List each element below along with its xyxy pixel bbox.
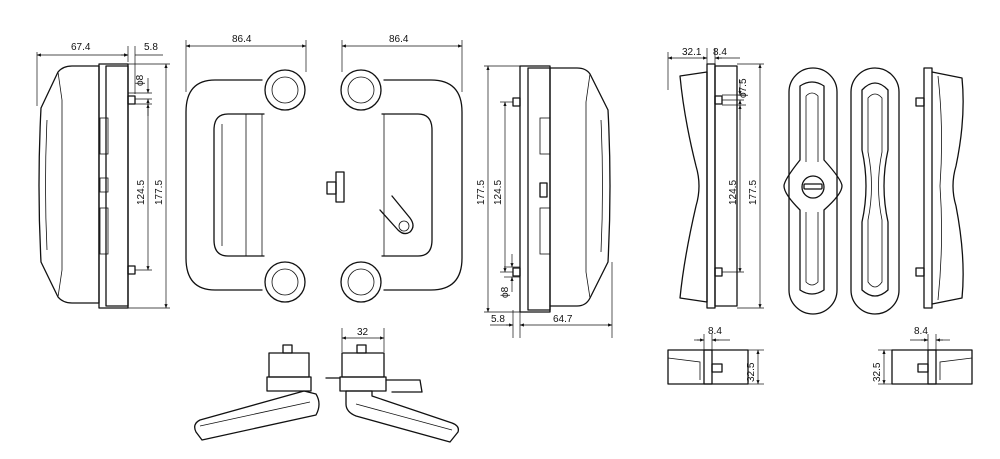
back-handle-view: 86.4 xyxy=(326,34,463,303)
dim-br-height: 32.5 xyxy=(872,362,883,382)
side-view-far-right xyxy=(915,67,964,309)
dim-right-pin: ϕ8 xyxy=(500,286,511,298)
dim-br-plate: 8.4 xyxy=(914,326,928,337)
bottom-lever-left xyxy=(194,344,320,441)
dim-left-pin: ϕ8 xyxy=(135,74,146,86)
dim-left-plate: 5.8 xyxy=(144,42,158,53)
dim-left-holes: 124.5 xyxy=(136,180,147,205)
dim-bl-height: 32.5 xyxy=(746,362,757,382)
dim-flush-pin: ϕ7.5 xyxy=(738,78,749,98)
side-view-left: 67.4 5.8 ϕ8 124.5 177.5 xyxy=(36,42,170,309)
dim-bl-plate: 8.4 xyxy=(708,326,722,337)
dim-right-depth: 64.7 xyxy=(553,314,573,325)
flush-pull-front xyxy=(783,67,843,315)
front-handle-view: 86.4 xyxy=(185,34,307,303)
bottom-lever-right: 32 xyxy=(325,327,460,443)
detail-bottom-left: 8.4 32.5 xyxy=(667,326,764,385)
dim-flush-depth: 32.1 xyxy=(682,47,702,58)
dim-flush-plate: 8.4 xyxy=(713,47,727,58)
dim-bottom-handle: 32 xyxy=(357,327,369,338)
dim-right-height: 177.5 xyxy=(476,180,487,205)
dim-back-width: 86.4 xyxy=(389,34,409,45)
detail-bottom-right: 8.4 32.5 xyxy=(872,326,973,385)
dim-right-holes: 124.5 xyxy=(493,180,504,205)
dim-flush-holes: 124.5 xyxy=(728,180,739,205)
dim-flush-height: 177.5 xyxy=(748,180,759,205)
side-view-right: 177.5 124.5 ϕ8 5.8 64.7 xyxy=(476,65,613,338)
flush-pull-back xyxy=(850,67,900,315)
dim-left-height: 177.5 xyxy=(154,180,165,205)
dim-front-width: 86.4 xyxy=(232,34,252,45)
dim-left-depth: 67.4 xyxy=(71,42,91,53)
dim-right-plate: 5.8 xyxy=(491,314,505,325)
flush-pull-side-view: 32.1 8.4 ϕ7.5 124.5 177.5 xyxy=(667,47,764,309)
